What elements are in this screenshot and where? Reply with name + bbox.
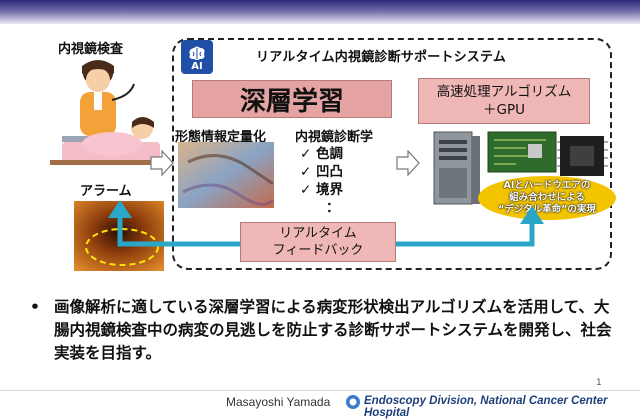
server-gpu-icon [433, 131, 480, 205]
arrow-to-server [396, 150, 420, 176]
callout-line3: “デジタル革命”の実現 [498, 204, 596, 215]
digital-revolution-callout: AIとハードウエアの 組み合わせによる “デジタル革命”の実現 [478, 176, 616, 220]
system-title: リアルタイム内視鏡診断サポートシステム [256, 50, 507, 65]
gpu-line1: 高速処理アルゴリズム [436, 84, 572, 100]
diag-item-border: ✓ 境界 [300, 182, 344, 198]
alarm-label: アラーム [80, 184, 132, 199]
ncc-logo-icon [346, 395, 360, 409]
bullet-text: 画像解析に適している深層学習による病変形状検出アルゴリズムを活用して、大腸内視鏡… [54, 298, 612, 362]
feedback-box: リアルタイム フィードバック [240, 222, 396, 262]
gpu-line2: ＋GPU [483, 102, 525, 118]
page-number: 1 [596, 378, 602, 388]
morph-label: 形態情報定量化 [175, 130, 267, 145]
deep-learning-box: 深層学習 [192, 80, 392, 118]
diag-item-more: ： [326, 200, 340, 216]
doctor-patient-illustration [50, 60, 160, 165]
gpu-algorithm-box: 高速処理アルゴリズム ＋GPU [418, 78, 590, 124]
callout-line1: AIとハードウエアの [503, 180, 591, 191]
diag-item-unevenness: ✓ 凹凸 [300, 164, 344, 180]
feedback-line2: フィードバック [272, 243, 364, 258]
title-bar [0, 0, 640, 24]
footer-author: Masayoshi Yamada [226, 395, 331, 409]
callout-line2: 組み合わせによる [509, 192, 585, 203]
diag-label: 内視鏡診断学 [295, 130, 374, 145]
bullet-dot: • [30, 298, 40, 316]
diag-list: ✓ 色調 ✓ 凹凸 ✓ 境界 ： [300, 145, 343, 217]
endoscopy-label: 内視鏡検査 [58, 42, 124, 57]
system-boundary [172, 38, 612, 270]
summary-bullet: • 画像解析に適している深層学習による病変形状検出アルゴリズムを活用して、大腸内… [30, 296, 620, 365]
ai-badge: AI [181, 40, 213, 74]
endoscopy-image-analysis [178, 142, 274, 208]
gpu-board-icon [487, 131, 557, 173]
feedback-line1: リアルタイム [279, 226, 357, 241]
brain-icon [189, 46, 205, 60]
arrow-to-analysis [150, 150, 174, 176]
diag-item-color: ✓ 色調 [300, 146, 344, 162]
footer-org: Endoscopy Division, National Cancer Cent… [364, 395, 608, 419]
footer: Masayoshi Yamada Endoscopy Division, Nat… [0, 390, 640, 419]
chip-icon [556, 136, 608, 176]
